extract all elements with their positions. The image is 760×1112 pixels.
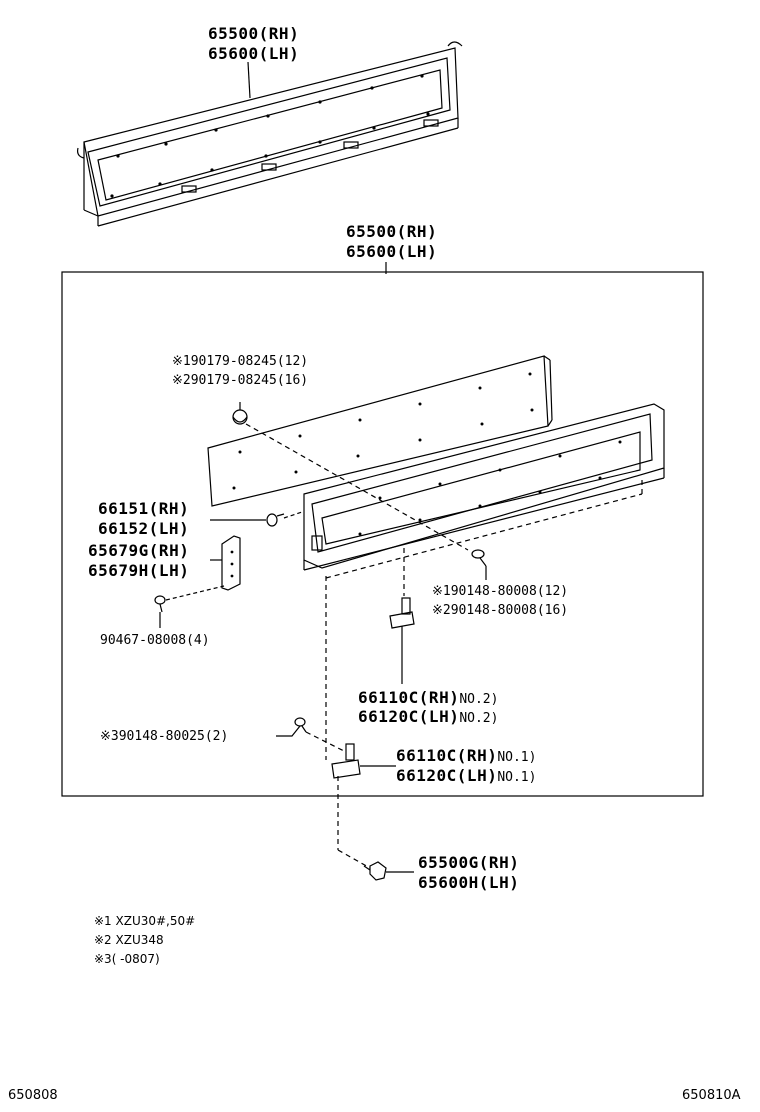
label-65600-lh: 65600(LH)	[346, 242, 438, 261]
leader-line	[247, 61, 251, 99]
figure-code-left: 650808	[8, 1088, 58, 1103]
label-65500-rh: 65500(RH)	[346, 222, 438, 241]
label-66151-rh: 66151(RH)	[98, 499, 190, 518]
label-cap-nut-1: ※190179-08245(12)	[172, 354, 309, 369]
inner-panel-illustration	[207, 355, 553, 507]
bracket-icon	[221, 535, 241, 591]
footnote-2: ※2 XZU348	[94, 933, 164, 947]
tailgate-frame-illustration	[303, 403, 665, 571]
dashed-leader	[165, 585, 225, 601]
screw-icon	[471, 549, 487, 567]
label-66110c-rh: 66110C(RH)	[396, 746, 498, 765]
label-66110c-no1: 66110C(RH)NO.1)	[396, 746, 536, 768]
clip-icon	[266, 513, 285, 527]
bolt-icon	[363, 861, 387, 881]
label-bolt-3: ※390148-80025(2)	[100, 729, 229, 744]
screw-icon	[154, 595, 166, 613]
label-65500-rh-top: 65500(RH)	[208, 24, 300, 43]
label-screw-2: ※290148-80008(16)	[432, 603, 569, 618]
label-66110c-no2: 66110C(RH)NO.2)	[358, 688, 498, 710]
tailgate-assembly-illustration	[77, 41, 463, 227]
label-65679g-rh: 65679G(RH)	[88, 541, 190, 560]
exploded-view-frame	[61, 271, 704, 797]
footnote-3: ※3( -0807)	[94, 952, 160, 966]
dashed-leader	[283, 511, 303, 519]
label-cap-nut-2: ※290179-08245(16)	[172, 373, 309, 388]
dashed-leader	[325, 493, 643, 579]
hinge-icon	[331, 743, 361, 779]
label-no2: NO.2)	[459, 692, 499, 707]
label-65600-lh-top: 65600(LH)	[208, 44, 300, 63]
label-66120c-lh: 66120C(LH)	[358, 707, 460, 726]
label-screw-1: ※190148-80008(12)	[432, 584, 569, 599]
label-66120c-lh: 66120C(LH)	[396, 766, 498, 785]
label-65500g-rh: 65500G(RH)	[418, 853, 520, 872]
hinge-icon	[389, 597, 415, 629]
label-66110c-rh: 66110C(RH)	[358, 688, 460, 707]
label-90467: 90467-08008(4)	[100, 633, 210, 648]
dashed-leader	[245, 423, 469, 551]
figure-code-right: 650810A	[682, 1088, 741, 1103]
leader-line	[276, 725, 301, 737]
cap-nut-icon	[232, 409, 248, 425]
label-66120c-no2: 66120C(LH)NO.2)	[358, 707, 498, 729]
label-65679h-lh: 65679H(LH)	[88, 561, 190, 580]
label-no1: NO.1)	[497, 750, 537, 765]
label-66120c-no1: 66120C(LH)NO.1)	[396, 766, 536, 788]
label-no2: NO.2)	[459, 711, 499, 726]
footnote-1: ※1 XZU30#,50#	[94, 914, 196, 928]
label-66152-lh: 66152(LH)	[98, 519, 190, 538]
label-no1: NO.1)	[497, 770, 537, 785]
dashed-leader	[337, 849, 371, 869]
label-65600h-lh: 65600H(LH)	[418, 873, 520, 892]
